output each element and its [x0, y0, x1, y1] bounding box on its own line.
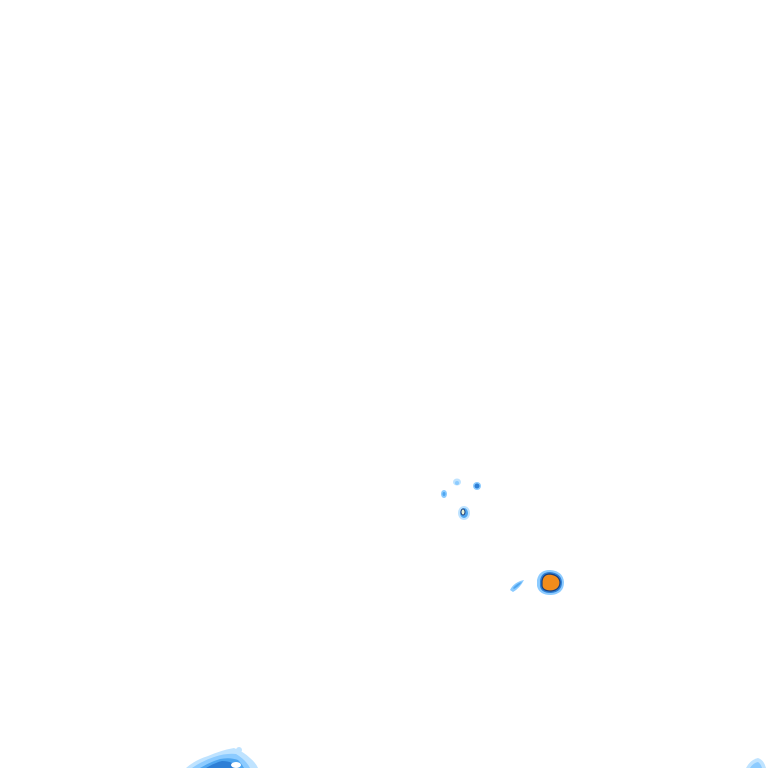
- echo-band-bottom-left: [186, 747, 258, 768]
- echo-cluster-small-north: [453, 478, 461, 486]
- echo-fragment-bottom-right: [746, 758, 766, 768]
- echo-streak-southwest: [510, 580, 524, 592]
- echo-cell-center: [458, 506, 470, 520]
- echo-cluster-small-west: [441, 490, 447, 498]
- echo-cell-orange-core: [537, 570, 564, 595]
- echo-cell-east-dot: [473, 482, 481, 490]
